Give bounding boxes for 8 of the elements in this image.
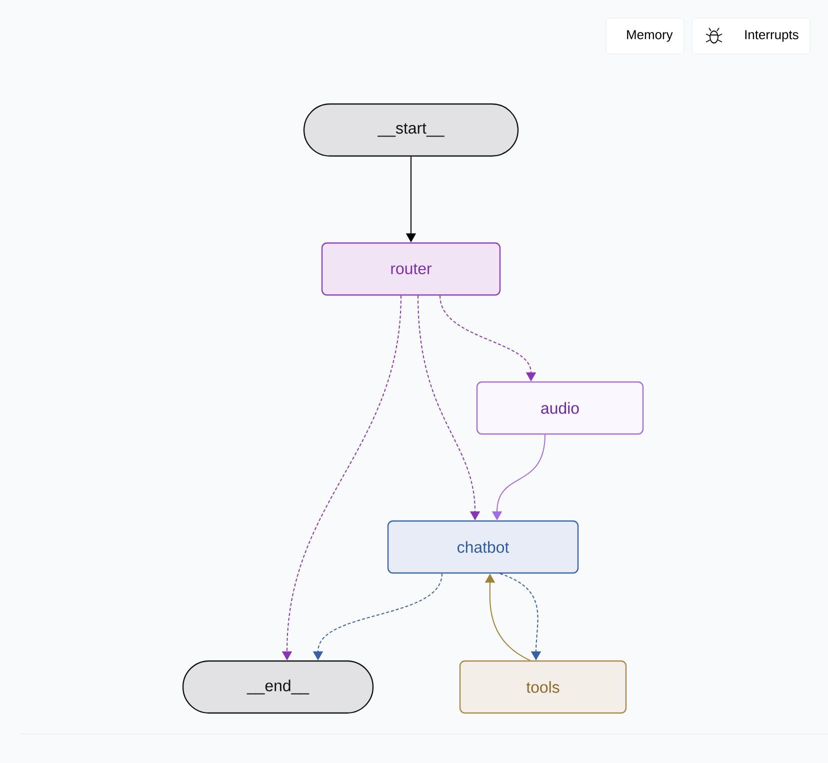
terminal-node: __start__	[303, 103, 519, 157]
toolbar-button: Interrupts	[692, 18, 810, 54]
process-box: audio	[476, 381, 644, 435]
process-box: tools	[459, 660, 627, 714]
process-box: router	[321, 242, 501, 296]
process-box: chatbot	[387, 520, 579, 574]
terminal-node: __end__	[182, 660, 374, 714]
toolbar-button: Memory	[606, 18, 684, 54]
